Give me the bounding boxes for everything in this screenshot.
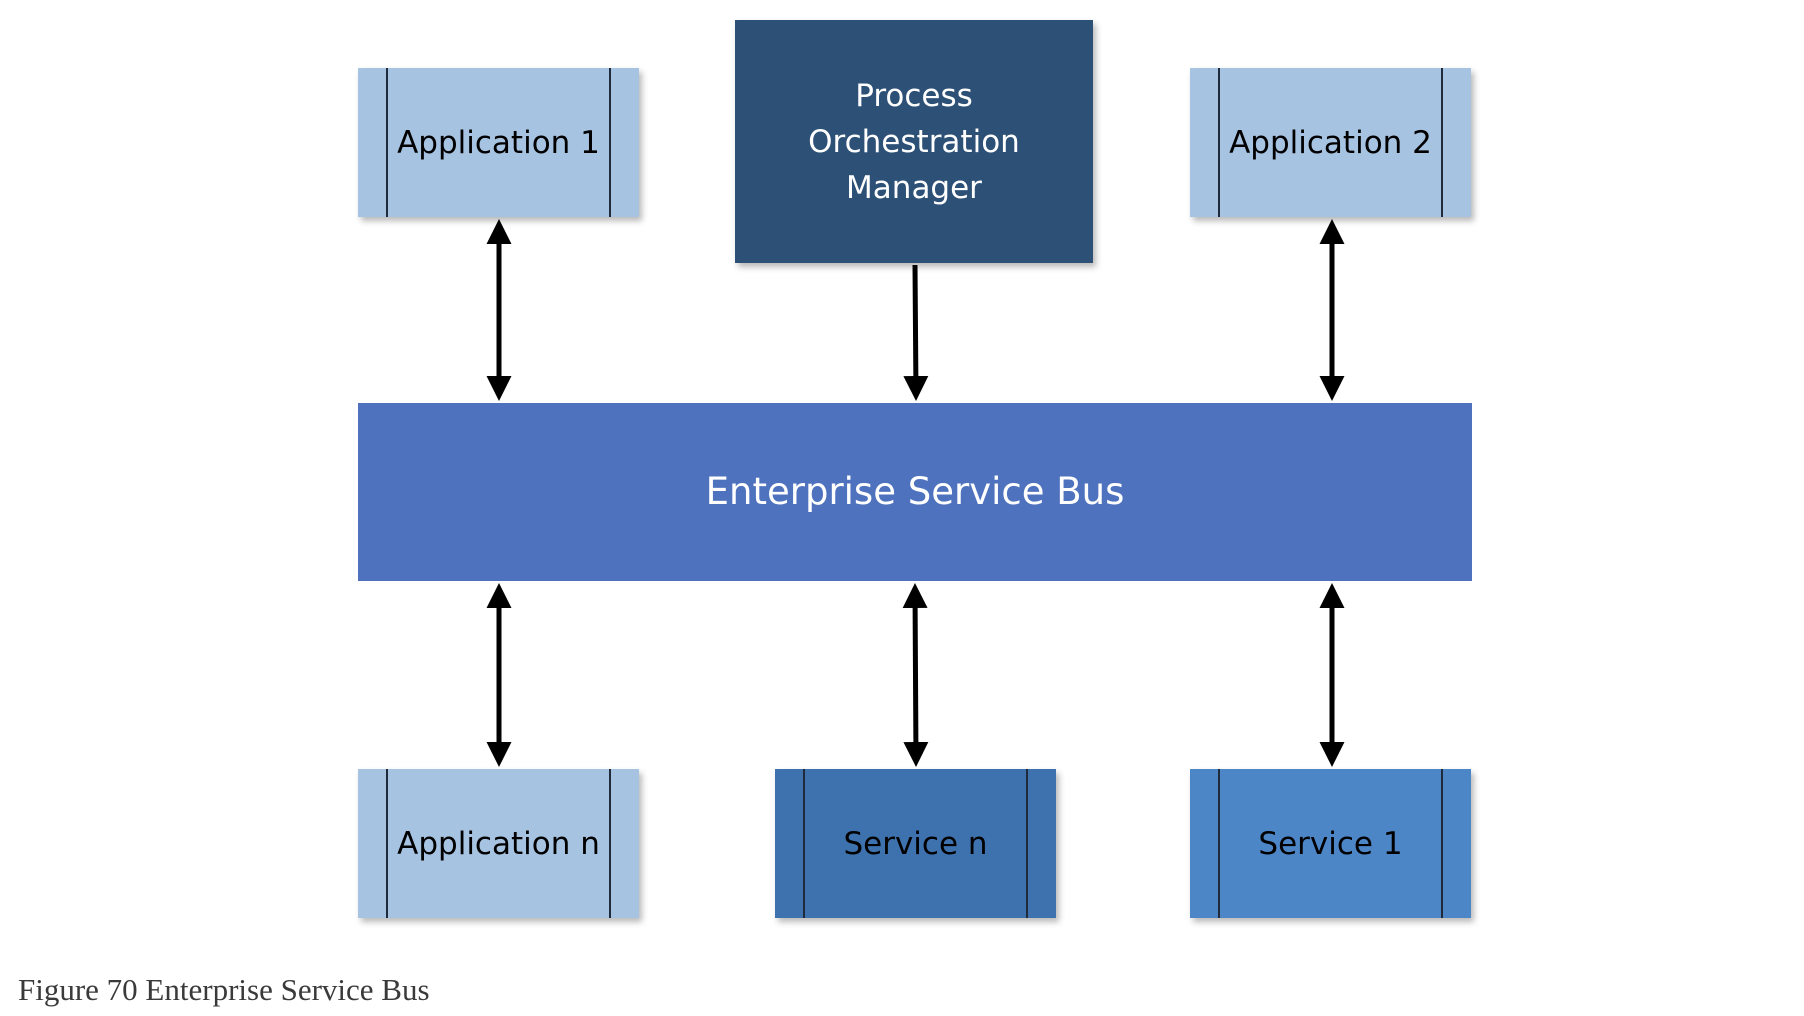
figure-caption: Figure 70 Enterprise Service Bus — [18, 972, 430, 1007]
arrow-process-manager-esb — [903, 264, 929, 401]
node-right-bar — [1026, 769, 1028, 918]
node-right-bar — [609, 769, 611, 918]
application-1-node: Application 1 — [358, 68, 639, 217]
service-1-label: Service 1 — [1258, 825, 1403, 862]
node-left-bar — [1218, 68, 1220, 217]
node-left-bar — [1218, 769, 1220, 918]
node-right-bar — [609, 68, 611, 217]
process-orchestration-manager-node: Process Orchestration Manager — [735, 20, 1093, 263]
service-1-node: Service 1 — [1190, 769, 1471, 918]
enterprise-service-bus-node: Enterprise Service Bus — [358, 403, 1472, 581]
application-n-label: Application n — [397, 825, 600, 862]
process-orchestration-manager-label: Process Orchestration Manager — [808, 77, 1020, 206]
application-2-node: Application 2 — [1190, 68, 1471, 217]
service-n-label: Service n — [843, 825, 988, 862]
application-2-label: Application 2 — [1229, 124, 1432, 161]
node-left-bar — [386, 769, 388, 918]
node-left-bar — [803, 769, 805, 918]
node-right-bar — [1441, 769, 1443, 918]
node-right-bar — [1441, 68, 1443, 217]
node-left-bar — [386, 68, 388, 217]
enterprise-service-bus-label: Enterprise Service Bus — [705, 470, 1125, 513]
arrow-esb-service-n — [902, 583, 929, 767]
service-n-node: Service n — [775, 769, 1056, 918]
application-1-label: Application 1 — [397, 124, 600, 161]
application-n-node: Application n — [358, 769, 639, 918]
